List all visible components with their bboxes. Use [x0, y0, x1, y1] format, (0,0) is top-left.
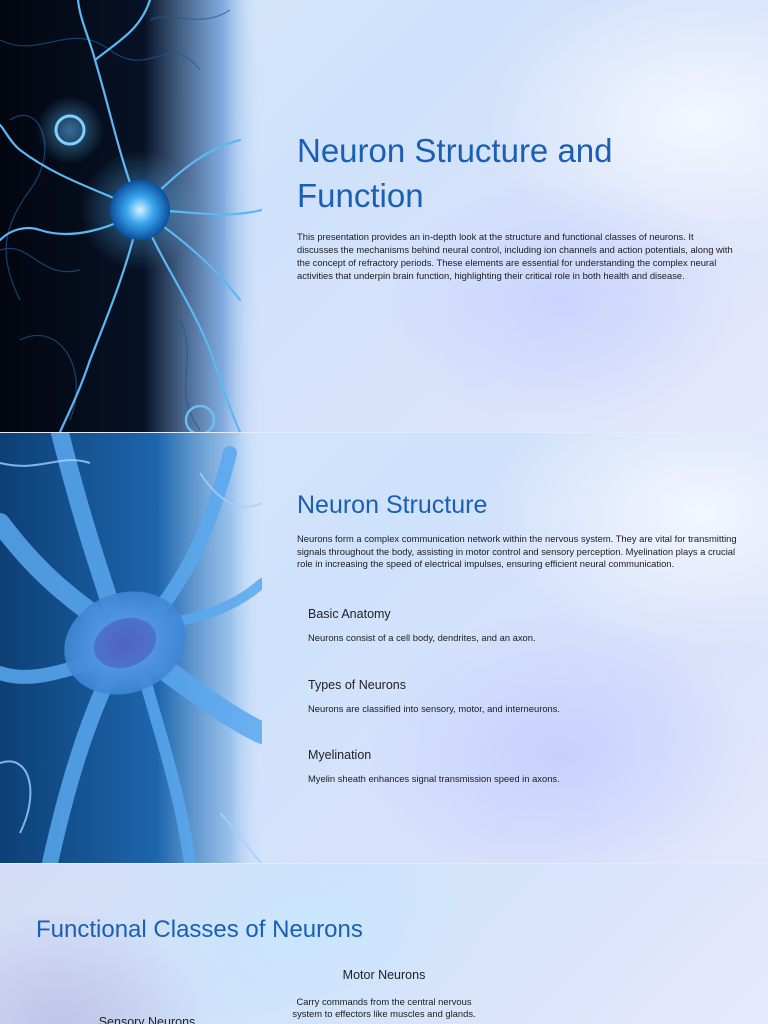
- item-text: Neurons consist of a cell body, dendrite…: [308, 632, 536, 643]
- sensory-neurons-title: Sensory Neurons: [98, 1015, 196, 1024]
- card-text: Carry commands from the central nervous …: [292, 996, 476, 1020]
- neuron-image: [0, 0, 262, 432]
- list-item: Basic Anatomy Neurons consist of a cell …: [308, 607, 728, 643]
- section-description: Neurons form a complex communication net…: [297, 533, 737, 570]
- list-item: Myelination Myelin sheath enhances signa…: [308, 748, 728, 784]
- slide-neuron-structure: Neuron Structure Neurons form a complex …: [0, 433, 768, 863]
- item-title: Basic Anatomy: [308, 607, 391, 621]
- list-item: Types of Neurons Neurons are classified …: [308, 678, 728, 714]
- item-text: Myelin sheath enhances signal transmissi…: [308, 773, 560, 784]
- page-title: Neuron Structure and Function: [297, 132, 613, 214]
- section-title: Functional Classes of Neurons: [36, 916, 363, 943]
- motor-neurons-card: Motor Neurons Carry commands from the ce…: [284, 968, 484, 1021]
- item-title: Types of Neurons: [308, 678, 406, 692]
- card-title: Motor Neurons: [342, 968, 426, 982]
- slide-title: Neuron Structure and Function This prese…: [0, 0, 768, 432]
- item-title: Myelination: [308, 748, 372, 762]
- intro-paragraph: This presentation provides an in-depth l…: [297, 231, 733, 281]
- slide-background: [0, 864, 768, 1024]
- section-title: Neuron Structure: [297, 491, 488, 519]
- slide-functional-classes: Functional Classes of Neurons Motor Neur…: [0, 864, 768, 1024]
- neuron-closeup-image: [0, 433, 262, 863]
- item-text: Neurons are classified into sensory, mot…: [308, 703, 561, 714]
